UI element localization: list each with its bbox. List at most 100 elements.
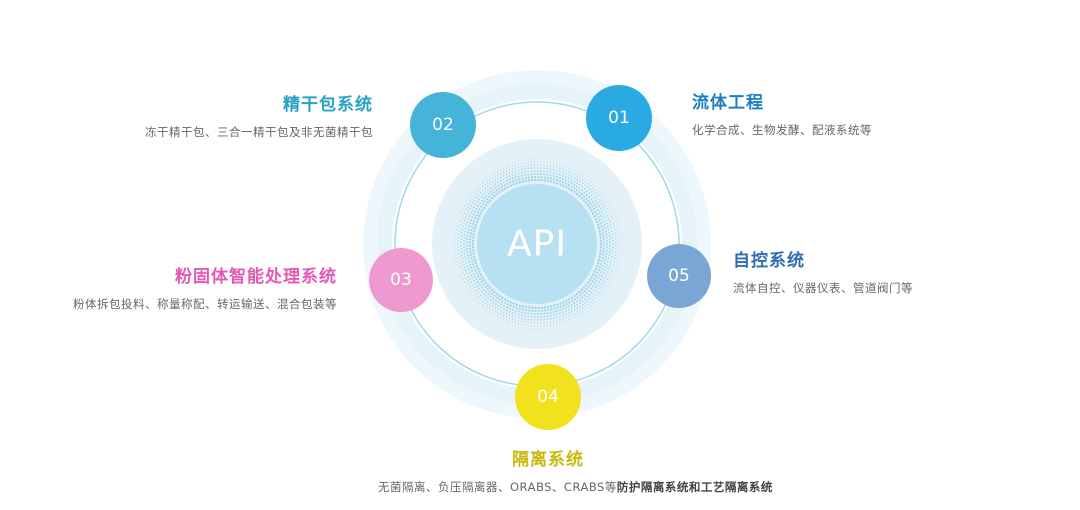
halftone-dot: [599, 245, 603, 249]
halftone-dot: [618, 243, 620, 245]
halftone-dot: [568, 164, 570, 166]
halftone-dot: [567, 298, 571, 301]
halftone-dot: [503, 187, 507, 190]
halftone-dot: [480, 286, 483, 289]
halftone-dot: [533, 319, 536, 321]
halftone-dot: [598, 292, 600, 294]
halftone-dot: [578, 194, 581, 198]
halftone-dot: [466, 241, 468, 244]
halftone-dot: [486, 288, 489, 291]
halftone-dot: [550, 324, 552, 326]
halftone-dot: [491, 288, 494, 292]
halftone-dot: [524, 305, 528, 309]
halftone-dot: [586, 190, 588, 192]
halftone-dot: [469, 222, 472, 225]
halftone-dot: [494, 317, 496, 319]
halftone-dot: [604, 258, 607, 261]
halftone-dot: [458, 216, 460, 218]
node-01[interactable]: 01: [586, 85, 652, 151]
halftone-dot: [599, 249, 602, 252]
halftone-dot: [494, 179, 497, 182]
halftone-dot: [461, 228, 464, 231]
halftone-dot: [468, 225, 471, 228]
halftone-dot: [487, 293, 490, 296]
halftone-dot: [466, 247, 469, 250]
halftone-dot: [610, 227, 613, 229]
node-03[interactable]: 03: [369, 248, 433, 312]
halftone-dot: [605, 266, 607, 269]
halftone-dot: [618, 249, 620, 251]
halftone-dot: [546, 324, 548, 326]
halftone-dot: [537, 161, 539, 163]
node-05[interactable]: 05: [647, 244, 711, 308]
halftone-dot: [489, 187, 492, 189]
dotted-ring: [451, 158, 623, 330]
halftone-dot: [453, 227, 454, 229]
halftone-dot: [546, 179, 550, 183]
halftone-dot: [589, 297, 591, 300]
halftone-dot: [565, 169, 567, 172]
halftone-dot: [524, 179, 528, 183]
halftone-dot: [592, 197, 595, 199]
halftone-dot: [616, 227, 618, 229]
halftone-dot: [504, 301, 507, 305]
halftone-dot: [588, 196, 590, 199]
halftone-dot: [478, 270, 481, 273]
halftone-dot: [549, 321, 552, 323]
halftone-dot: [511, 315, 514, 317]
halftone-dot: [614, 229, 616, 231]
halftone-dot: [494, 306, 497, 309]
halftone-dot: [615, 276, 616, 278]
halftone-dot: [470, 292, 472, 294]
halftone-dot: [565, 299, 568, 303]
halftone-dot: [527, 321, 529, 324]
halftone-dot: [466, 280, 468, 282]
node-04[interactable]: 04: [515, 364, 581, 430]
node-02[interactable]: 02: [410, 92, 476, 158]
halftone-dot: [520, 171, 523, 174]
halftone-dot: [559, 315, 561, 318]
halftone-dot: [540, 173, 542, 176]
halftone-dot: [489, 183, 491, 185]
item-01-title: 流体工程: [692, 93, 764, 113]
halftone-dot: [521, 317, 523, 320]
halftone-dot: [530, 328, 532, 330]
halftone-dot: [468, 192, 470, 194]
halftone-dot: [604, 227, 607, 230]
halftone-dot: [474, 216, 477, 219]
halftone-dot: [457, 264, 459, 266]
halftone-dot: [588, 192, 591, 194]
halftone-dot: [530, 325, 532, 327]
halftone-dot: [588, 278, 592, 282]
halftone-dot: [573, 309, 576, 311]
halftone-dot: [603, 191, 605, 193]
halftone-dot: [451, 249, 453, 251]
halftone-dot: [587, 182, 589, 185]
halftone-dot: [484, 191, 487, 194]
halftone-dot: [612, 212, 614, 214]
halftone-dot: [467, 257, 470, 260]
halftone-dot: [503, 184, 506, 187]
halftone-dot: [576, 185, 578, 188]
halftone-dot: [466, 272, 468, 275]
halftone-dot: [454, 238, 456, 240]
halftone-dot: [514, 170, 517, 172]
halftone-dot: [498, 294, 501, 298]
halftone-dot: [467, 199, 469, 201]
halftone-dot: [608, 254, 611, 256]
halftone-dot: [481, 182, 483, 184]
halftone-dot: [596, 294, 598, 297]
halftone-dot: [494, 169, 496, 171]
halftone-dot: [457, 267, 459, 269]
halftone-dot: [599, 233, 602, 236]
halftone-dot: [479, 202, 481, 205]
halftone-dot: [512, 183, 515, 186]
halftone-dot: [556, 326, 558, 328]
halftone-dot: [511, 171, 514, 173]
halftone-dot: [546, 173, 549, 176]
halftone-dot: [489, 173, 490, 174]
halftone-dot: [596, 191, 598, 194]
halftone-dot: [515, 161, 517, 163]
halftone-dot: [452, 233, 453, 235]
halftone-dot: [568, 171, 570, 173]
